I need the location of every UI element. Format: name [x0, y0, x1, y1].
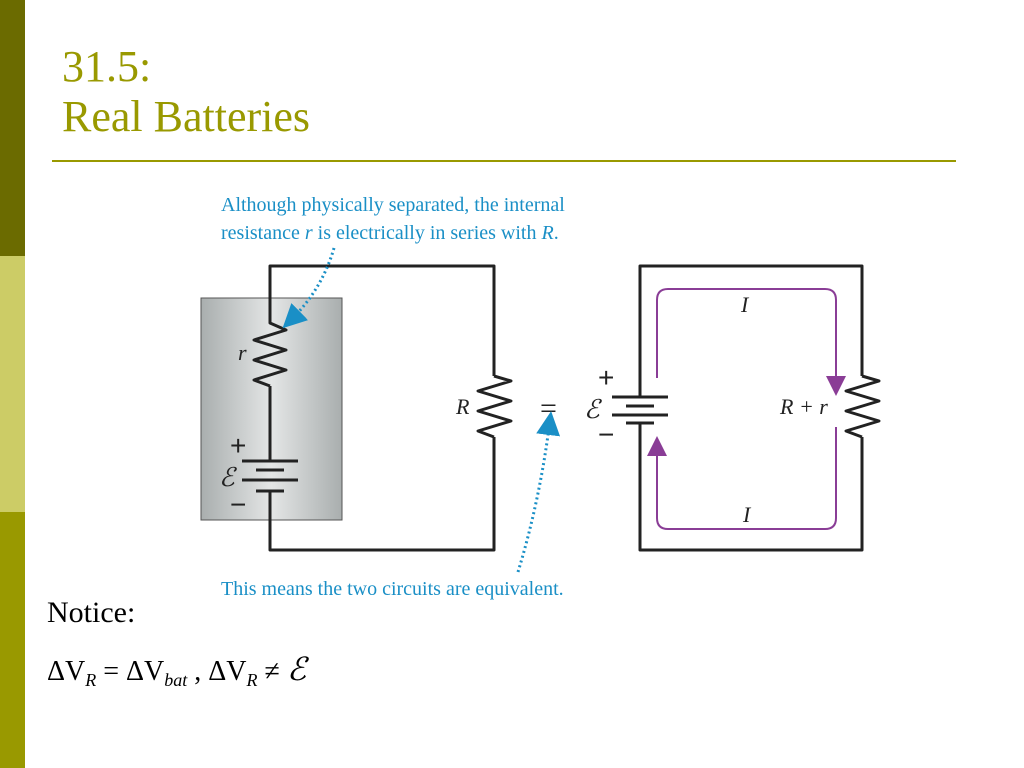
left-plus-sign: + — [230, 430, 246, 461]
formula-sub-r: R — [85, 670, 97, 690]
slide-title-number: 31.5: — [62, 42, 152, 91]
right-wire-top — [638, 264, 864, 397]
caption-bottom: This means the two circuits are equivale… — [221, 578, 564, 600]
caption-top-line1: Although physically separated, the inter… — [221, 194, 565, 216]
slide-title: 31.5: Real Batteries — [62, 42, 310, 142]
voltage-formula: ΔVR = ΔVbat , ΔVR ≠ ℰ — [47, 650, 306, 691]
combined-resistor — [844, 374, 881, 439]
notice-label: Notice: — [47, 596, 136, 629]
formula-delta-v-bat: ΔV — [126, 656, 165, 687]
right-wire-bottom — [638, 423, 864, 552]
sidebar-band-dark — [0, 0, 25, 256]
sidebar-band-mid — [0, 512, 25, 768]
formula-sub-bat: bat — [164, 670, 188, 690]
current-label-bottom: I — [742, 502, 752, 527]
formula-emf: ℰ — [286, 651, 307, 687]
load-resistor — [476, 374, 513, 439]
right-plus-sign: + — [598, 362, 614, 393]
formula-separator: , — [187, 656, 209, 687]
formula-not-equal: ≠ — [257, 656, 287, 687]
formula-sub-r2: R — [246, 670, 258, 690]
internal-resistor-label: r — [238, 340, 247, 365]
title-divider — [52, 160, 956, 162]
left-emf-symbol: ℰ — [219, 463, 237, 492]
right-circuit — [612, 264, 881, 552]
combined-resistor-label: R + r — [779, 394, 828, 419]
caption-top-line2: resistance r is electrically in series w… — [221, 222, 559, 244]
formula-delta-v-r2: ΔV — [208, 656, 247, 687]
left-circuit — [242, 264, 513, 552]
sidebar-decoration — [0, 0, 25, 768]
sidebar-band-light — [0, 256, 25, 512]
slide-title-text: Real Batteries — [62, 92, 311, 141]
internal-resistor — [252, 318, 288, 388]
load-resistor-label: R — [455, 394, 470, 419]
right-emf-symbol: ℰ — [584, 395, 602, 424]
left-wire-top — [268, 264, 496, 376]
bottom-caption-arrow — [516, 411, 561, 573]
current-label-top: I — [740, 292, 750, 317]
formula-equals: = — [96, 656, 127, 687]
formula-delta-v-r: ΔV — [47, 656, 86, 687]
current-arrow-top — [656, 288, 846, 396]
current-arrow-bottom — [647, 427, 837, 530]
equals-sign: = — [540, 392, 557, 425]
right-minus-sign: − — [598, 419, 614, 450]
left-wire-bottom — [268, 437, 496, 552]
left-minus-sign: − — [230, 489, 246, 520]
